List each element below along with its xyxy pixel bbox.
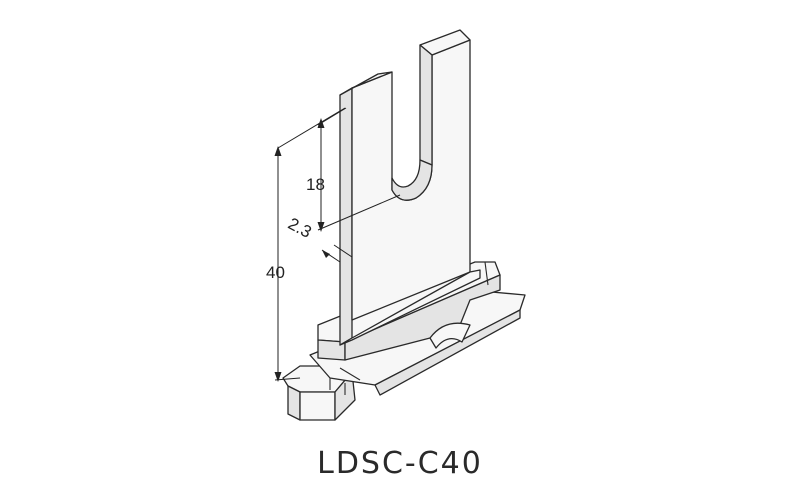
model-label: LDSC-C40 — [317, 446, 483, 481]
dimension-label-2-3: 2.3 — [285, 214, 315, 242]
dimension-label-18: 18 — [306, 175, 325, 194]
dimension-40: 40 — [266, 107, 346, 382]
dimension-label-40: 40 — [266, 263, 285, 282]
blade-body — [339, 29, 481, 346]
dimension-18: 18 — [306, 107, 401, 232]
